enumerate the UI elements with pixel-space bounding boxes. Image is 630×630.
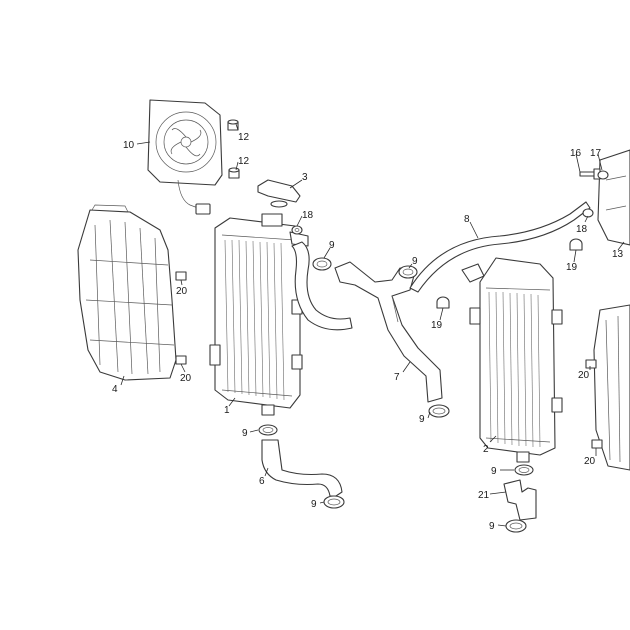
clamp-9-lower-left-bottom [323,495,345,509]
callout-labels: 10 12 12 3 18 9 4 20 20 1 9 6 9 7 9 9 19… [112,132,624,532]
clamp-9-y-hose-bottom [428,404,450,418]
radiator-left [209,213,309,416]
radiator-cap [257,179,301,208]
leader-lines [120,123,625,527]
radiator-right [461,257,563,463]
radiator-shroud-right [593,304,630,471]
bolt-16 [579,168,601,180]
callout-17: 17 [590,148,602,159]
callout-2: 2 [483,444,489,455]
callout-10: 10 [123,140,135,151]
lower-hose-6 [261,439,343,497]
callout-9-lower-right-top: 9 [491,466,497,477]
callout-18-left: 18 [302,210,314,221]
callout-18-right: 18 [576,224,588,235]
breather-hose-8 [409,201,591,293]
bracket-13 [597,149,630,246]
clamp-9-lower-right-bottom [505,519,527,533]
callout-20-c: 20 [578,370,590,381]
callout-9-y-bottom: 9 [419,414,425,425]
callout-19-right: 19 [566,262,578,273]
bolt-20-b [175,355,187,365]
cooling-fan [147,99,223,215]
callout-9-y-top: 9 [412,256,418,267]
callout-19-center: 19 [431,320,443,331]
clamp-9-lower-left-top [258,424,278,436]
callout-20-b: 20 [180,373,192,384]
bolt-12-top [227,119,239,131]
bolt-20-a [175,271,187,281]
callout-12-top: 12 [238,132,250,143]
bolt-20-d [591,439,603,449]
callout-12-bottom: 12 [238,156,250,167]
callout-8: 8 [464,214,470,225]
callout-9-upper: 9 [329,240,335,251]
fitting-19-right [569,238,583,251]
clamp-18-left [291,225,303,235]
radiator-shroud-left [77,204,177,381]
clamp-9-upper-left [312,257,332,271]
bolt-20-c [585,359,597,369]
callout-13: 13 [612,249,624,260]
clamp-9-y-hose [398,265,418,279]
callout-1: 1 [224,405,230,416]
clamp-18-right [582,208,594,218]
bolt-12-bottom [228,167,240,179]
callout-7: 7 [394,372,400,383]
callout-4: 4 [112,384,118,395]
clamp-9-lower-right-top [514,464,534,476]
upper-hose-left [291,241,353,331]
lower-hose-21 [503,479,537,521]
callout-16: 16 [570,148,582,159]
callout-9-lower-left-top: 9 [242,428,248,439]
fitting-19-center [436,296,450,309]
callout-20-d: 20 [584,456,596,467]
callout-20-a: 20 [176,286,188,297]
fitting-17 [597,170,609,180]
callout-9-lower-right-bottom: 9 [489,521,495,532]
callout-21: 21 [478,490,490,501]
callout-6: 6 [259,476,265,487]
y-hose-7 [334,261,443,403]
callout-3: 3 [302,172,308,183]
callout-9-lower-left-bottom: 9 [311,499,317,510]
